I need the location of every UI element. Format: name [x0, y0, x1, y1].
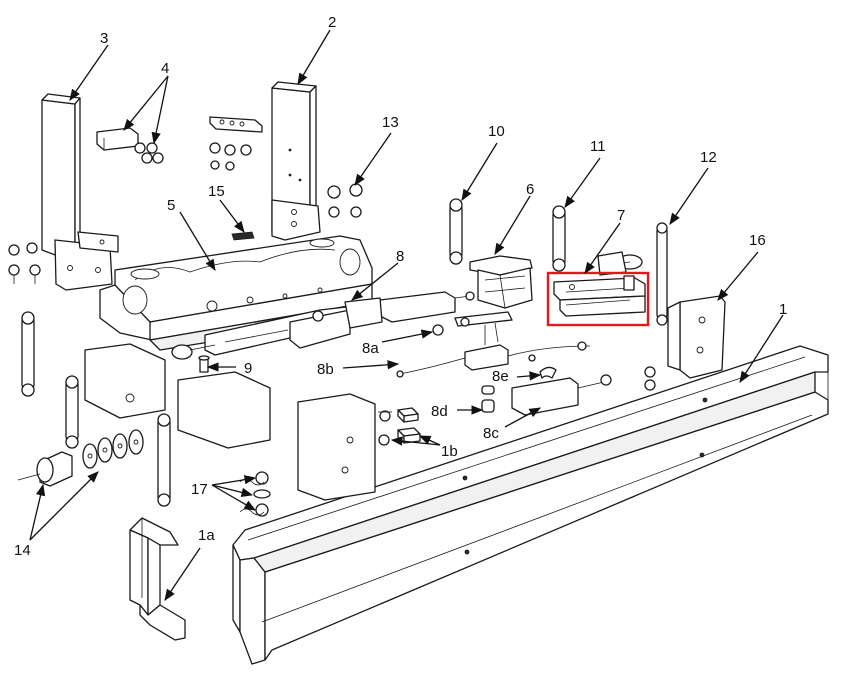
part-5-carriage-frame: [99, 235, 373, 351]
callout-5: 5: [167, 197, 175, 214]
part-6-slide-bracket: [469, 255, 533, 309]
callout-1: 1: [779, 301, 787, 318]
part-1-base-frame: [232, 345, 829, 665]
left-side-brackets: [84, 343, 376, 501]
part-8a-hardware: [432, 311, 513, 345]
part-8-actuator-assembly: [171, 291, 475, 360]
part-8c-motor-unit: [511, 374, 612, 416]
part-11-threaded-post: [552, 205, 566, 272]
callout-9: 9: [244, 360, 252, 377]
part-8b-control-unit: [396, 341, 591, 378]
callout-13: 13: [382, 114, 399, 131]
part-14-roller-washers: [17, 429, 144, 487]
callout-17: 17: [191, 481, 208, 498]
callout-8d: 8d: [431, 403, 448, 420]
callout-4: 4: [161, 60, 169, 77]
callout-8e: 8e: [492, 368, 509, 385]
leader-lines: [29, 29, 784, 601]
callout-10: 10: [488, 123, 505, 140]
callout-8b: 8b: [317, 361, 334, 378]
part-13-nuts: [327, 183, 363, 218]
part-12-threaded-post: [656, 222, 668, 326]
part-10-threaded-post: [449, 198, 463, 265]
part-2-mount-hardware: [209, 116, 263, 171]
callout-6: 6: [526, 181, 534, 198]
callout-14: 14: [14, 542, 31, 559]
part-4-clamp-hardware: [96, 127, 164, 164]
callout-7: 7: [617, 207, 625, 224]
part-1b-spacer-blocks: [378, 407, 421, 446]
callout-2: 2: [328, 14, 336, 31]
callout-15: 15: [208, 183, 225, 200]
callout-16: 16: [749, 232, 766, 249]
callout-1b: 1b: [441, 443, 458, 460]
callout-8: 8: [396, 248, 404, 265]
part-15-plate: [231, 231, 255, 241]
callout-1a: 1a: [198, 527, 215, 544]
part-8e-clip: [528, 354, 557, 379]
part-3-vertical-bracket: [41, 93, 119, 291]
callout-8a: 8a: [362, 340, 379, 357]
part-2-vertical-bracket: [271, 81, 321, 241]
part-1a-end-bracket: [129, 517, 186, 641]
left-support-post: [21, 311, 171, 507]
callout-11: 11: [590, 138, 606, 155]
callout-labels: 1 1a 1b 2 3 4 5 6 7 8 8a 8b 8c 8d 8e 9 1…: [14, 14, 787, 559]
part-7-linkage-arm: [553, 251, 646, 317]
callout-3: 3: [100, 30, 108, 47]
callout-8c: 8c: [483, 425, 499, 442]
callout-12: 12: [700, 149, 717, 166]
part-7-highlight-box: [546, 271, 650, 327]
part-8d-bushing: [481, 385, 495, 413]
loose-nuts-left: [8, 242, 41, 284]
part-9-pin: [198, 355, 210, 373]
